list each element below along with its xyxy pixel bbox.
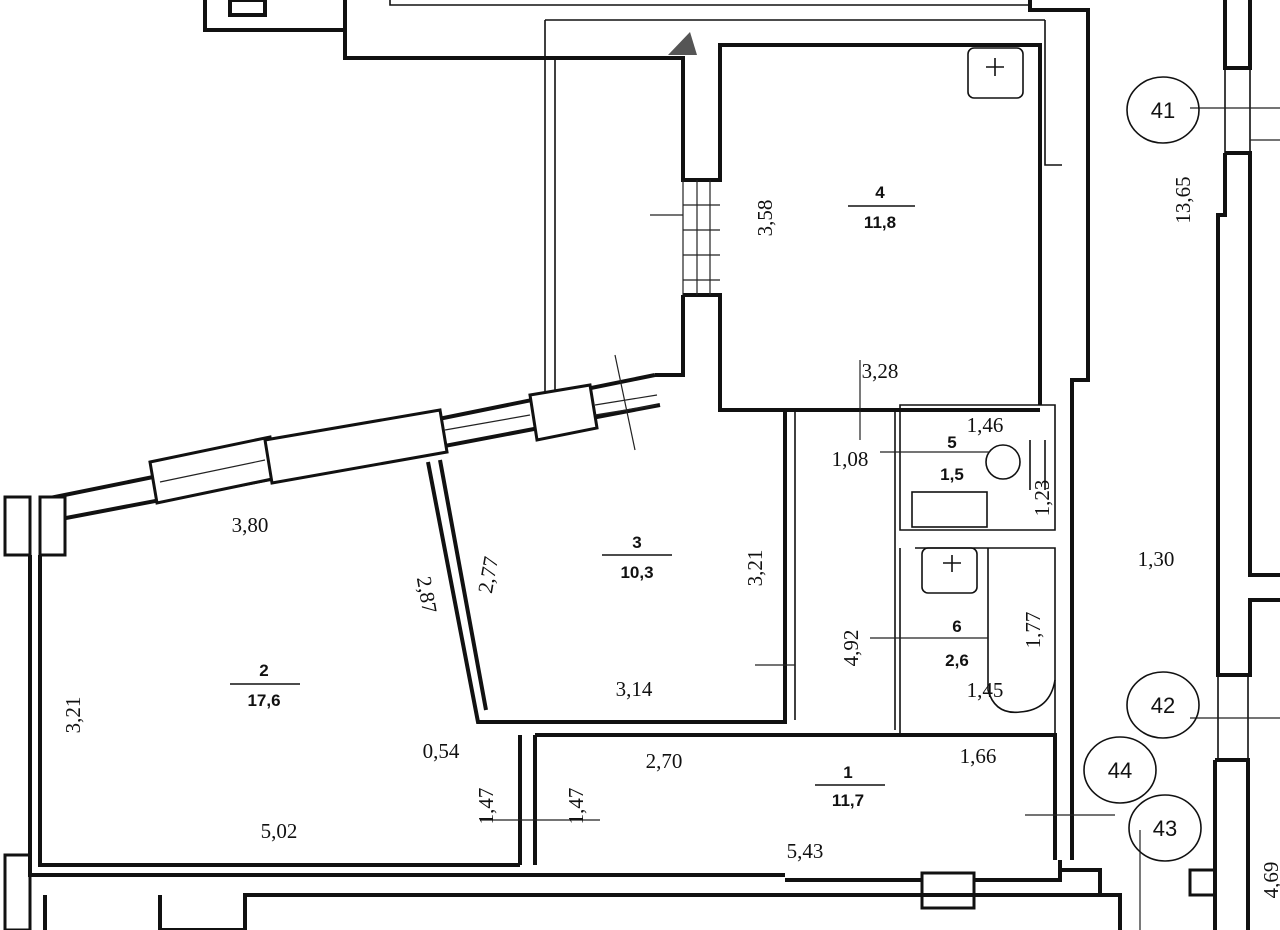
exterior-wall: [3, 354, 661, 930]
dim-label: 3,58: [753, 200, 777, 237]
right-walls: [1190, 0, 1280, 930]
marker-label: 41: [1151, 98, 1175, 123]
room-label-4: 4 11,8: [848, 183, 915, 232]
dim-label: 3,80: [232, 513, 269, 537]
dim-label: 3,21: [61, 697, 85, 734]
room-4-walls: [530, 19, 1045, 440]
room-area: 17,6: [247, 691, 280, 710]
dim-label: 1,77: [1021, 612, 1045, 649]
arrow-icon: [668, 32, 697, 55]
marker-label: 44: [1108, 758, 1132, 783]
room-area: 10,3: [620, 563, 653, 582]
room-label-2: 2 17,6: [230, 661, 300, 710]
room-number: 4: [875, 183, 885, 202]
room-number: 5: [947, 433, 956, 452]
dimension-labels: 3,58 13,65 3,28 1,46 1,08 1,23 3,80 1,30…: [61, 176, 1280, 898]
dim-label: 2,77: [473, 555, 503, 595]
room-number: 1: [843, 763, 852, 782]
room-area: 2,6: [945, 651, 969, 670]
room-1-walls: [43, 733, 1217, 930]
top-walls: [203, 0, 1090, 860]
room-label-5: 5 1,5: [940, 433, 964, 484]
room-number: 2: [259, 661, 268, 680]
dim-label: 1,47: [474, 788, 498, 825]
room-number: 6: [952, 617, 961, 636]
room-area: 1,5: [940, 465, 964, 484]
dim-label: 4,69: [1259, 862, 1280, 899]
dim-label: 4,92: [839, 630, 863, 667]
dim-label: 3,28: [862, 359, 899, 383]
room-2-walls: [28, 555, 785, 877]
axis-marker-44: 44: [1083, 736, 1157, 804]
axis-marker-42: 42: [1126, 671, 1200, 739]
dim-label: 2,87: [412, 575, 442, 615]
dim-label: 1,47: [564, 788, 588, 825]
room-area: 11,8: [864, 213, 896, 232]
washbasin-icon: [921, 547, 978, 594]
dim-label: 13,65: [1171, 176, 1195, 223]
dim-label: 1,30: [1138, 547, 1175, 571]
room-number: 3: [632, 533, 641, 552]
dim-label: 5,43: [787, 839, 824, 863]
room-area: 11,7: [832, 791, 864, 810]
dim-label: 3,21: [743, 550, 767, 587]
marker-label: 42: [1151, 693, 1175, 718]
dim-label: 1,08: [832, 447, 869, 471]
bathroom-walls: [870, 404, 1056, 736]
dim-label: 0,54: [423, 739, 460, 763]
dim-label: 1,45: [967, 678, 1004, 702]
sink-icon: [967, 47, 1024, 99]
toilet-icon: [985, 444, 1021, 480]
dim-label: 2,70: [646, 749, 683, 773]
dim-label: 1,23: [1030, 480, 1054, 517]
room-label-1: 1 11,7: [815, 763, 885, 810]
dim-label: 5,02: [261, 819, 298, 843]
room-3-walls: [426, 409, 896, 730]
axis-marker-41: 41: [1126, 76, 1200, 144]
room-label-6: 6 2,6: [945, 617, 969, 670]
marker-label: 43: [1153, 816, 1177, 841]
room-label-3: 3 10,3: [602, 533, 672, 582]
dim-label: 1,66: [960, 744, 997, 768]
dim-label: 1,46: [967, 413, 1004, 437]
dim-label: 3,14: [616, 677, 653, 701]
axis-marker-43: 43: [1128, 794, 1202, 862]
